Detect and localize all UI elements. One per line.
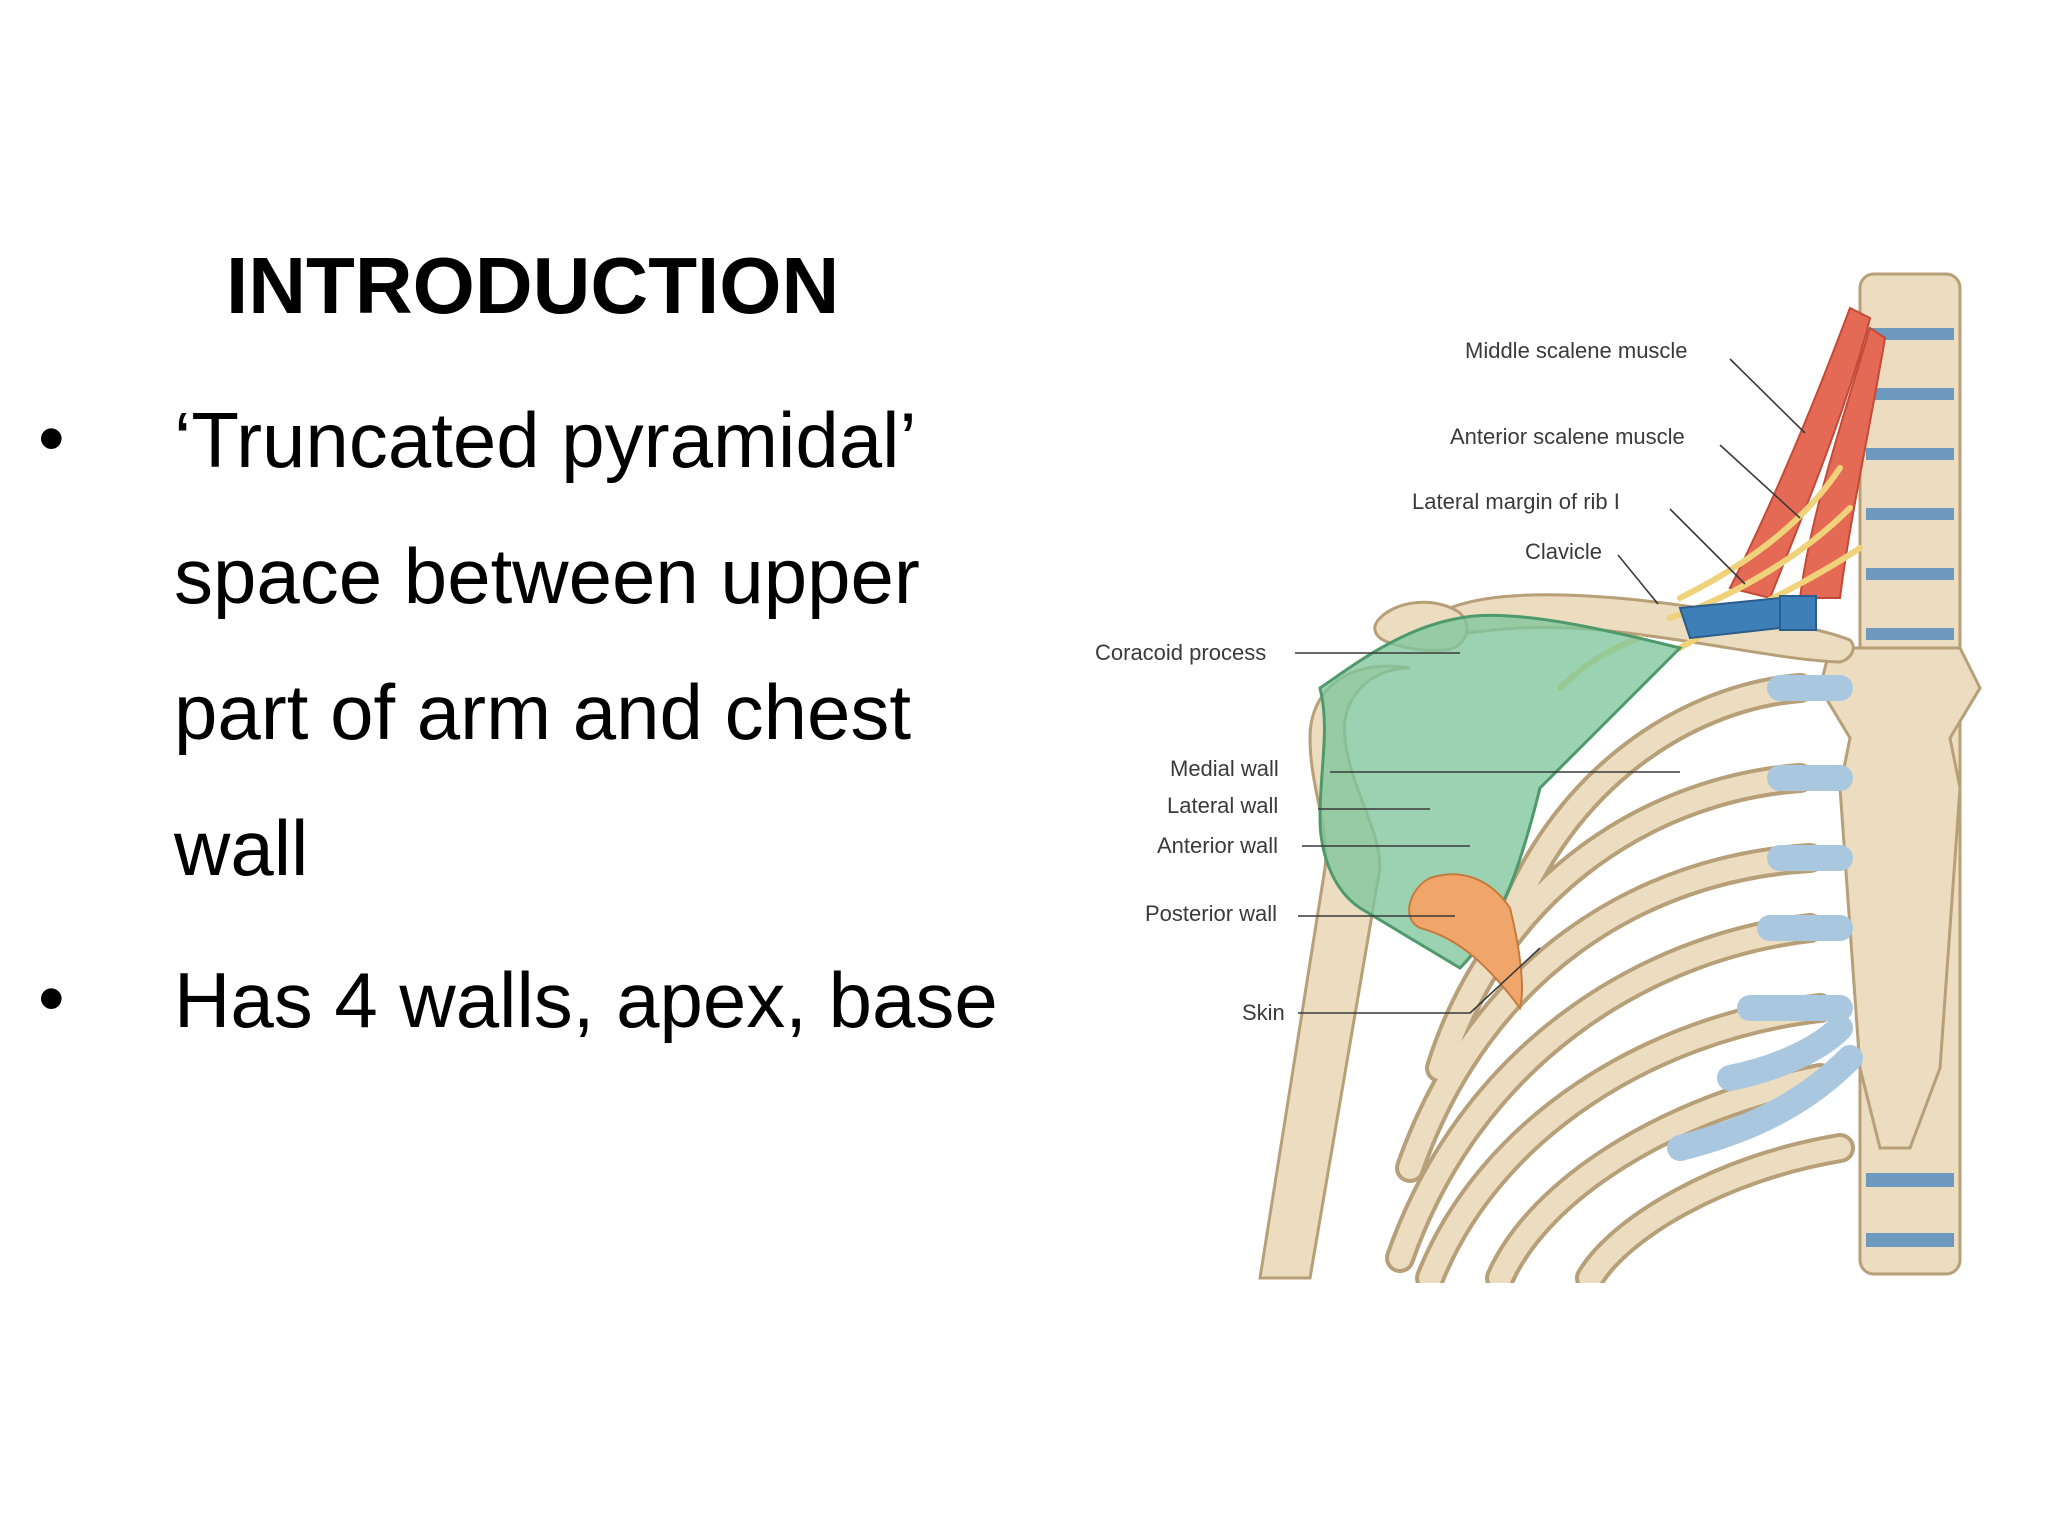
bullet-line: part of arm and chest [174,668,912,756]
skin-flap [1408,873,1523,1011]
label-clavicle: Clavicle [1525,539,1603,564]
axilla-anatomy-figure: Middle scalene muscle Anterior scalene m… [1080,268,2020,1283]
leader-lines [1295,358,1806,1014]
label-anterior-wall: Anterior wall [1157,833,1279,858]
axilla-illustration [1258,272,1982,1283]
bullet-point-icon: • [38,396,65,481]
intervertebral-discs [1866,328,1954,1247]
slide-title: INTRODUCTION [226,241,840,330]
bullet-line: ‘Truncated pyramidal’ [174,396,917,484]
bullet-line: Has 4 walls, apex, base [174,956,998,1044]
subclavian-vessels [1678,595,1817,640]
label-lateral-wall: Lateral wall [1167,793,1279,818]
label-posterior-wall: Posterior wall [1145,901,1278,926]
label-anterior-scalene-muscle: Anterior scalene muscle [1450,424,1685,449]
bullet-line: space between upper [174,532,920,620]
costal-cartilages [1667,675,1863,1161]
label-lateral-margin-of-rib-i: Lateral margin of rib I [1412,489,1620,514]
label-medial-wall: Medial wall [1170,756,1279,781]
label-middle-scalene-muscle: Middle scalene muscle [1465,338,1688,363]
ribs-fill [1389,677,1851,1283]
bullet-point-icon: • [38,956,65,1041]
label-skin: Skin [1242,1000,1285,1025]
sternum [1818,646,1982,1150]
bullet-line: wall [174,804,309,892]
label-coracoid-process: Coracoid process [1095,640,1267,665]
